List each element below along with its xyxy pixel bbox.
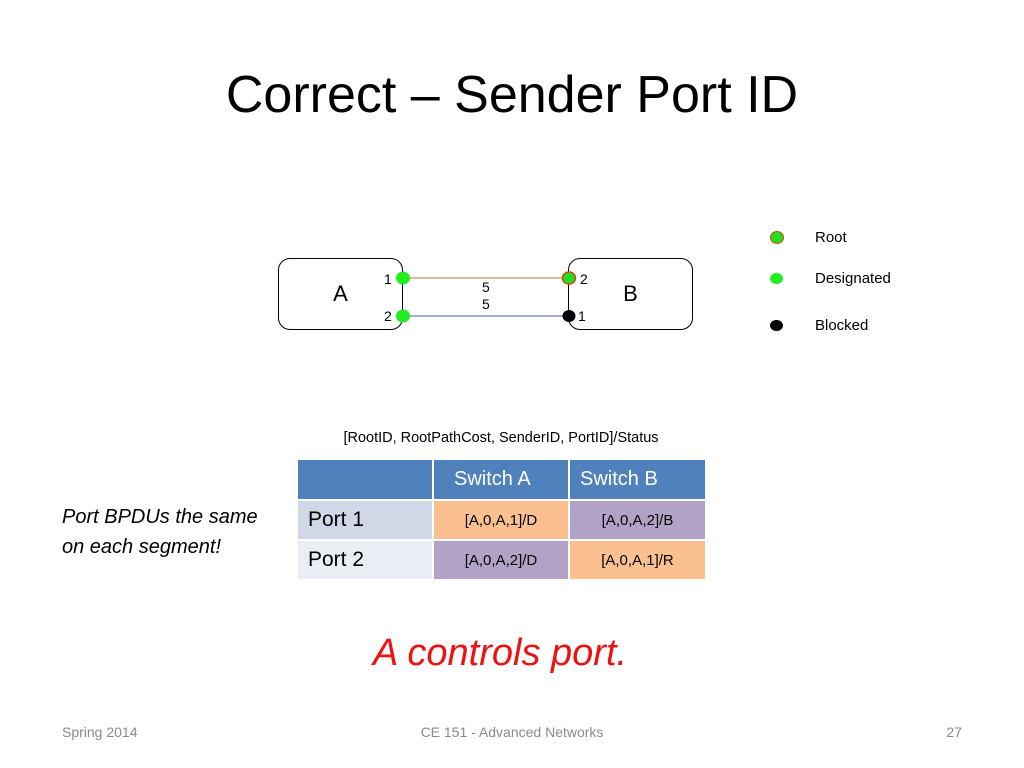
table-header-switch-b: Switch B: [568, 458, 707, 501]
legend-item-designated: Designated: [766, 267, 891, 289]
port-b1-label: 1: [578, 308, 586, 324]
table-row: Port 2 [A,0,A,2]/D [A,0,A,1]/R: [296, 539, 707, 581]
switch-a-label: A: [333, 281, 348, 306]
port-a1-label: 1: [384, 271, 392, 287]
link-cost-top: 5: [482, 279, 490, 295]
designated-dot-icon: [770, 272, 783, 284]
port-a2-designated-dot: [396, 309, 410, 323]
footer-course: CE 151 - Advanced Networks: [420, 724, 604, 740]
legend-item-root: Root: [766, 226, 847, 248]
bpdu-format-caption: [RootID, RootPathCost, SenderID, PortID]…: [343, 430, 659, 446]
footer-page-number: 27: [946, 724, 962, 740]
legend-label: Designated: [815, 269, 891, 287]
legend-label: Root: [815, 228, 847, 246]
switch-b[interactable]: B: [568, 258, 693, 330]
cell-port2-switch-a: [A,0,A,2]/D: [432, 539, 570, 581]
root-dot-icon: [770, 230, 784, 244]
network-diagram: A B 1 2 2 1 5 5: [270, 250, 710, 340]
port-b1-blocked-dot: [562, 310, 576, 322]
table-header-blank: [296, 458, 434, 501]
bpdu-table: Switch A Switch B Port 1 [A,0,A,1]/D [A,…: [296, 458, 707, 581]
row-label-port-1: Port 1: [296, 499, 434, 541]
legend: Root Designated Blocked: [766, 226, 986, 346]
link-lines: [403, 277, 569, 317]
slide-title: Correct – Sender Port ID: [225, 66, 799, 124]
legend-label: Blocked: [815, 316, 869, 334]
row-label-port-2: Port 2: [296, 539, 434, 581]
side-note-line-2: on each segment!: [62, 536, 221, 558]
switch-a[interactable]: A: [278, 258, 403, 330]
port-b2-label: 2: [580, 271, 588, 287]
table-header-switch-a: Switch A: [432, 458, 570, 501]
link-cost-bottom: 5: [482, 296, 490, 312]
legend-item-blocked: Blocked: [766, 314, 868, 336]
port-b2-root-dot: [561, 271, 577, 285]
port-a2-label: 2: [384, 308, 392, 324]
cell-port1-switch-a: [A,0,A,1]/D: [432, 499, 570, 541]
side-note-line-1: Port BPDUs the same: [62, 506, 258, 528]
port-dots: [396, 271, 577, 323]
cell-port1-switch-b: [A,0,A,2]/B: [568, 499, 707, 541]
cell-port2-switch-b: [A,0,A,1]/R: [568, 539, 707, 581]
port-a1-designated-dot: [396, 271, 410, 285]
blocked-dot-icon: [770, 319, 783, 331]
table-row: Port 1 [A,0,A,1]/D [A,0,A,2]/B: [296, 499, 707, 541]
table-header-row: Switch A Switch B: [296, 458, 707, 501]
switch-b-label: B: [623, 281, 638, 306]
footer-date: Spring 2014: [62, 724, 138, 740]
side-note: Port BPDUs the same on each segment!: [62, 502, 292, 562]
conclusion-text: A controls port.: [372, 632, 628, 674]
